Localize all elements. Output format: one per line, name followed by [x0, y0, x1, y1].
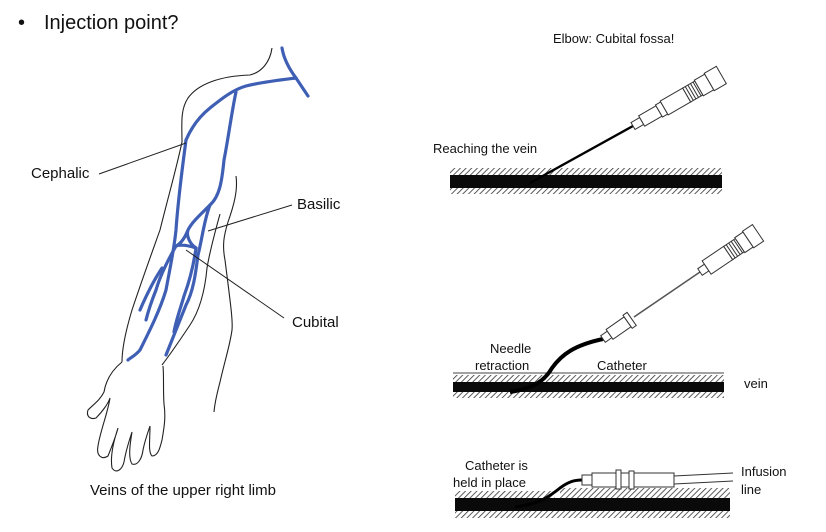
subclavian-vein — [280, 46, 310, 98]
hand-outline — [86, 361, 166, 472]
forearm-branch-3 — [138, 266, 164, 312]
bullet-icon: • — [18, 12, 26, 34]
label-reaching-the-vein: Reaching the vein — [433, 141, 538, 156]
step3-tissue-top-right — [560, 488, 730, 498]
step1-tissue-bottom — [450, 188, 722, 194]
label-retraction: retraction — [475, 358, 530, 373]
label-catheter: Catheter — [597, 358, 647, 373]
label-line: line — [741, 482, 762, 497]
forearm-inner-outline — [161, 213, 221, 366]
label-cubital: Cubital — [292, 314, 339, 331]
step1-vein — [450, 175, 722, 188]
step3-tissue-top-left — [455, 491, 555, 498]
step3-tissue-bottom — [455, 511, 730, 518]
shoulder-outline — [121, 47, 273, 363]
step2-tissue-top — [453, 375, 724, 382]
step2-needle-hub — [697, 223, 765, 277]
axillary-vein — [184, 76, 298, 142]
step3-hub-and-line — [581, 469, 734, 490]
label-vein: vein — [744, 376, 768, 391]
cephalic-vein — [126, 138, 188, 362]
step2-needle-shaft — [633, 271, 701, 318]
label-leader-lines — [98, 142, 293, 319]
step2-illustration — [453, 223, 765, 398]
cubital-leader — [185, 249, 285, 319]
step2-tissue-bottom — [453, 392, 724, 398]
label-basilic: Basilic — [297, 196, 341, 213]
heading-text: Injection point? — [44, 12, 179, 34]
forearm-branch-2 — [172, 246, 198, 334]
cephalic-leader — [98, 142, 187, 175]
label-catheter-is: Catheter is — [465, 458, 528, 473]
step3-catheter — [514, 478, 583, 509]
step1-needle — [529, 124, 634, 185]
basilic-vein — [164, 90, 238, 357]
label-infusion: Infusion — [741, 464, 787, 479]
vein-network — [126, 46, 310, 362]
basilic-leader — [207, 204, 293, 232]
label-held-in-place: held in place — [453, 475, 526, 490]
armpit-outline — [213, 175, 238, 413]
step2-vein — [453, 382, 724, 392]
label-needle: Needle — [490, 341, 532, 356]
step2-catheter — [509, 337, 604, 394]
step2-catheter-hub — [600, 311, 637, 343]
forearm-branch-1 — [144, 244, 178, 322]
step3-illustration — [455, 469, 734, 518]
step1-illustration — [450, 65, 728, 194]
cubital-fossa-note: Elbow: Cubital fossa! — [553, 31, 675, 46]
arm-caption: Veins of the upper right limb — [90, 482, 276, 499]
slide-heading: • Injection point? — [18, 12, 179, 35]
step3-vein — [455, 498, 730, 511]
arm-outline — [86, 47, 273, 472]
step1-tissue-top — [450, 168, 722, 175]
step1-cannula-hub — [630, 65, 728, 131]
label-cephalic: Cephalic — [31, 165, 90, 182]
